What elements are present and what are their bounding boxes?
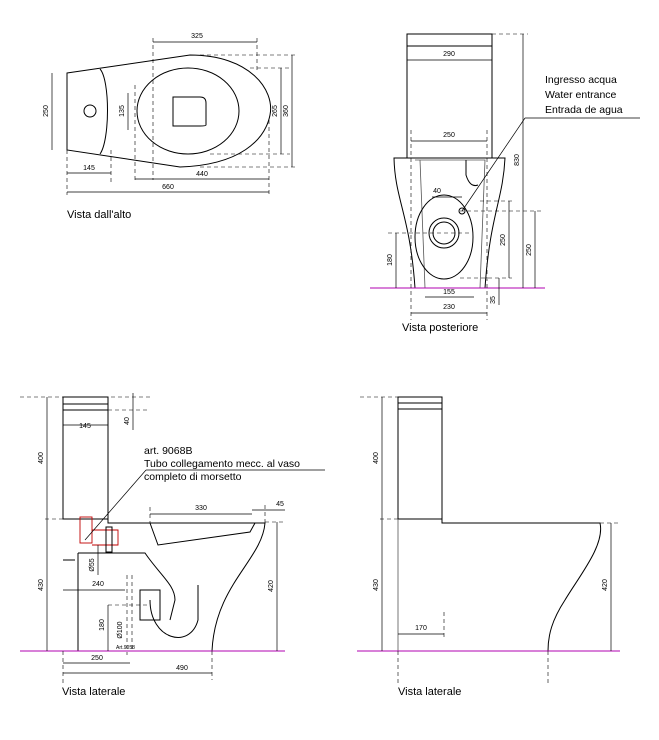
note-water-entrance-en: Water entrance [545, 89, 617, 101]
dim-230: 230 [443, 304, 455, 311]
dim-145-side: 145 [79, 423, 91, 430]
dim-490: 490 [176, 665, 188, 672]
dim-40: 40 [433, 188, 441, 195]
dim-135: 135 [119, 105, 126, 117]
dim-d100: Ø100 [117, 621, 124, 638]
dim-145: 145 [83, 165, 95, 172]
dim-360: 360 [283, 105, 290, 117]
note-water-entrance-it: Ingresso acqua [545, 74, 617, 86]
dim-40-side: 40 [124, 417, 131, 425]
dim-660: 660 [162, 184, 174, 191]
dim-155: 155 [443, 289, 455, 296]
caption-rear-view: Vista posteriore [402, 322, 478, 334]
toilet-outline-top [66, 54, 272, 168]
caption-side-section-view: Vista laterale [62, 686, 125, 698]
dim-290: 290 [443, 51, 455, 58]
dim-830: 830 [514, 154, 521, 166]
dim-430-side: 430 [38, 579, 45, 591]
dim-35: 35 [490, 296, 497, 304]
article-label-9058: Art.9058 [116, 645, 135, 651]
dim-45: 45 [276, 501, 284, 508]
caption-side-view: Vista laterale [398, 686, 461, 698]
bowl-opening [136, 67, 240, 155]
dim-420-side: 420 [268, 580, 275, 592]
dim-250-side: 250 [91, 655, 103, 662]
rear-outlet [414, 194, 474, 280]
note-article-number: art. 9068B [144, 445, 192, 457]
tap-hole [83, 104, 97, 118]
dim-430: 430 [373, 579, 380, 591]
dim-325: 325 [191, 33, 203, 40]
tank-side [397, 396, 443, 520]
dim-440: 440 [196, 171, 208, 178]
drain-outlet [172, 96, 207, 127]
tank-outline-top [99, 68, 108, 155]
dim-330: 330 [195, 505, 207, 512]
dim-250: 250 [43, 105, 50, 117]
dim-250-inlet: 250 [526, 244, 533, 256]
note-water-entrance-es: Entrada de agua [545, 104, 623, 116]
dim-265: 265 [272, 105, 279, 117]
dim-400-side: 400 [38, 452, 45, 464]
dim-240: 240 [92, 581, 104, 588]
dim-250-width: 250 [443, 132, 455, 139]
dim-250-height: 250 [500, 234, 507, 246]
note-pipe-description: Tubo collegamento mecc. al vaso [144, 458, 300, 470]
dim-180-side: 180 [99, 619, 106, 631]
dim-400: 400 [373, 452, 380, 464]
tank-side-section [62, 396, 109, 520]
bowl-side [441, 519, 602, 652]
water-inlet [458, 207, 466, 215]
caption-top-view: Vista dall'alto [67, 209, 131, 221]
top-view: 325 250 135 265 360 145 440 660 Vista da… [43, 33, 296, 221]
side-view: 400 430 420 170 Vista laterale [357, 396, 620, 698]
dim-180: 180 [387, 254, 394, 266]
dim-420: 420 [602, 579, 609, 591]
side-section-view: 145 40 400 430 330 45 420 Ø55 240 180 Ø1… [20, 393, 325, 698]
dim-d55: Ø55 [89, 558, 96, 571]
rear-view: 290 250 830 40 250 250 180 155 230 35 In… [370, 33, 640, 334]
dim-170: 170 [415, 625, 427, 632]
note-pipe-clamp: completo di morsetto [144, 471, 242, 483]
